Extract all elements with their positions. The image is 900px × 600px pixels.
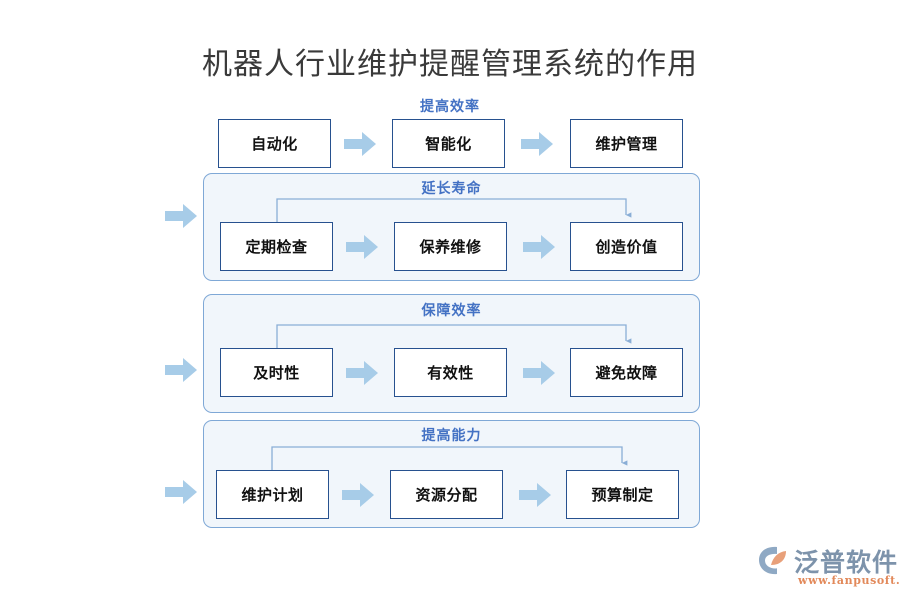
brand-logo-name: 泛普软件 (794, 548, 899, 577)
flow-arrow-2-1 (346, 235, 378, 259)
node-label: 保养维修 (419, 238, 482, 256)
node-label: 维护管理 (595, 135, 658, 153)
flow-arrow-1-2 (521, 132, 553, 156)
node-label: 及时性 (253, 364, 300, 382)
node-box-maintenance-plan[interactable]: 维护计划 (216, 470, 329, 519)
node-label: 有效性 (427, 364, 474, 382)
node-box-timeliness[interactable]: 及时性 (220, 348, 333, 397)
group-label-4: 提高能力 (421, 428, 482, 444)
flow-arrow-3-2 (523, 361, 555, 385)
node-box-budget-formulation[interactable]: 预算制定 (566, 470, 679, 519)
flow-arrow-3-1 (346, 361, 378, 385)
brand-logo: 泛普软件 www.fanpusoft.com (756, 543, 900, 591)
page-title: 机器人行业维护提醒管理系统的作用 (202, 47, 698, 82)
node-box-automation[interactable]: 自动化 (218, 119, 331, 168)
node-label: 维护计划 (241, 486, 304, 504)
node-label: 预算制定 (591, 486, 654, 504)
node-label: 资源分配 (415, 486, 478, 504)
node-label: 自动化 (251, 135, 298, 153)
node-box-upkeep-repair[interactable]: 保养维修 (394, 222, 507, 271)
group-label-3: 保障效率 (421, 303, 482, 319)
flow-arrow-4-2 (519, 483, 551, 507)
node-box-avoid-failure[interactable]: 避免故障 (570, 348, 683, 397)
group-label-1: 提高效率 (420, 99, 480, 115)
node-box-create-value[interactable]: 创造价值 (570, 222, 683, 271)
entry-arrow-group-2 (165, 204, 197, 228)
node-label: 创造价值 (595, 238, 658, 256)
node-box-maintenance-management[interactable]: 维护管理 (570, 119, 683, 168)
flow-arrow-2-2 (523, 235, 555, 259)
node-box-effectiveness[interactable]: 有效性 (394, 348, 507, 397)
group-label-2: 延长寿命 (421, 181, 482, 197)
node-label: 避免故障 (595, 364, 658, 382)
node-box-periodic-inspection[interactable]: 定期检查 (220, 222, 333, 271)
brand-logo-url: www.fanpusoft.com (798, 574, 900, 587)
node-box-resource-allocation[interactable]: 资源分配 (390, 470, 503, 519)
node-label: 智能化 (425, 135, 472, 153)
brand-logo-icon (759, 546, 786, 575)
flow-arrow-4-1 (342, 483, 374, 507)
entry-arrow-group-4 (165, 480, 197, 504)
flow-arrow-1-1 (344, 132, 376, 156)
entry-arrow-group-3 (165, 358, 197, 382)
node-box-intelligence[interactable]: 智能化 (392, 119, 505, 168)
node-label: 定期检查 (245, 238, 308, 256)
